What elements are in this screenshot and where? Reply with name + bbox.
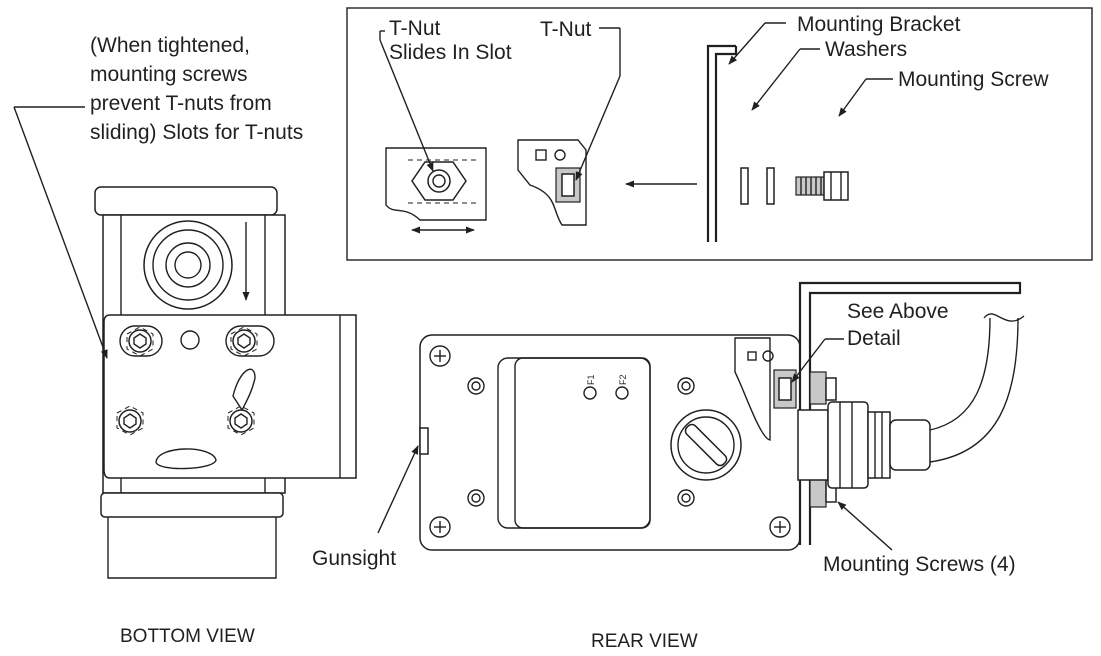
- label-tnut-slides-1: T-Nut: [389, 17, 441, 40]
- label-tnut-slides-2: Slides In Slot: [389, 41, 512, 64]
- screw-head-tr: [230, 326, 258, 357]
- leader-screw: [838, 78, 867, 117]
- label-tnut: T-Nut: [540, 18, 592, 41]
- screw-head-bl: [116, 405, 144, 436]
- label-see-above-1: See Above: [847, 300, 949, 323]
- leader-washers: [751, 48, 801, 111]
- corner-screw-tl: [429, 345, 451, 367]
- bracket-plate: [103, 314, 357, 479]
- detail-frame: [346, 7, 1093, 261]
- corner-screw-br: [769, 516, 791, 538]
- label-gunsight: Gunsight: [312, 547, 396, 570]
- label-mounting-screws: Mounting Screws (4): [823, 553, 1016, 576]
- cable-upper: [929, 317, 991, 431]
- bracket-detail-drawing: [706, 44, 738, 242]
- label-f2: F2: [618, 374, 628, 385]
- leader-note: [13, 106, 108, 359]
- caption-rear-view: REAR VIEW: [591, 631, 698, 652]
- conduit-fitting: [797, 401, 931, 489]
- screw-head-br: [227, 405, 255, 436]
- mounting-screw-drawing: [795, 171, 849, 201]
- screw-head-tl: [126, 326, 154, 357]
- leader-mounting-screws: [837, 501, 893, 551]
- leader-see-above: [791, 338, 826, 383]
- label-mounting-screw: Mounting Screw: [898, 68, 1049, 91]
- tnut-profile-drawing: [517, 139, 587, 226]
- led-f2: [615, 386, 629, 400]
- led-f1: [583, 386, 597, 400]
- rear-view-drawing: F1 F2: [419, 281, 1025, 551]
- slot-curved: [232, 368, 256, 412]
- corner-screw-bl: [429, 516, 451, 538]
- leader-tnut: [575, 75, 621, 181]
- note-line-3: prevent T-nuts from: [90, 92, 272, 115]
- leader-gunsight: [377, 445, 419, 534]
- leader-bracket: [728, 22, 766, 65]
- label-see-above-2: Detail: [847, 327, 901, 350]
- label-washers: Washers: [825, 38, 907, 61]
- note-line-2: mounting screws: [90, 63, 248, 86]
- note-line-4: sliding) Slots for T-nuts: [90, 121, 303, 144]
- label-f1: F1: [586, 374, 596, 385]
- detail-inset: T-Nut Slides In Slot T-Nut Mounting Brac…: [346, 7, 1093, 261]
- bottom-view-drawing: [94, 186, 357, 579]
- washer-2: [766, 167, 775, 205]
- housing: [419, 334, 801, 551]
- label-mounting-bracket: Mounting Bracket: [797, 13, 961, 36]
- tnut-in-slot-drawing: [385, 147, 487, 234]
- note-line-1: (When tightened,: [90, 34, 250, 57]
- caption-bottom-view: BOTTOM VIEW: [120, 626, 255, 647]
- leader-tnut-slides: [379, 39, 434, 172]
- bracket-rear: [798, 281, 1022, 545]
- slot-bottom: [155, 448, 217, 470]
- washer-1: [740, 167, 749, 205]
- gunsight-notch: [419, 427, 429, 455]
- cable-lower: [929, 317, 1019, 463]
